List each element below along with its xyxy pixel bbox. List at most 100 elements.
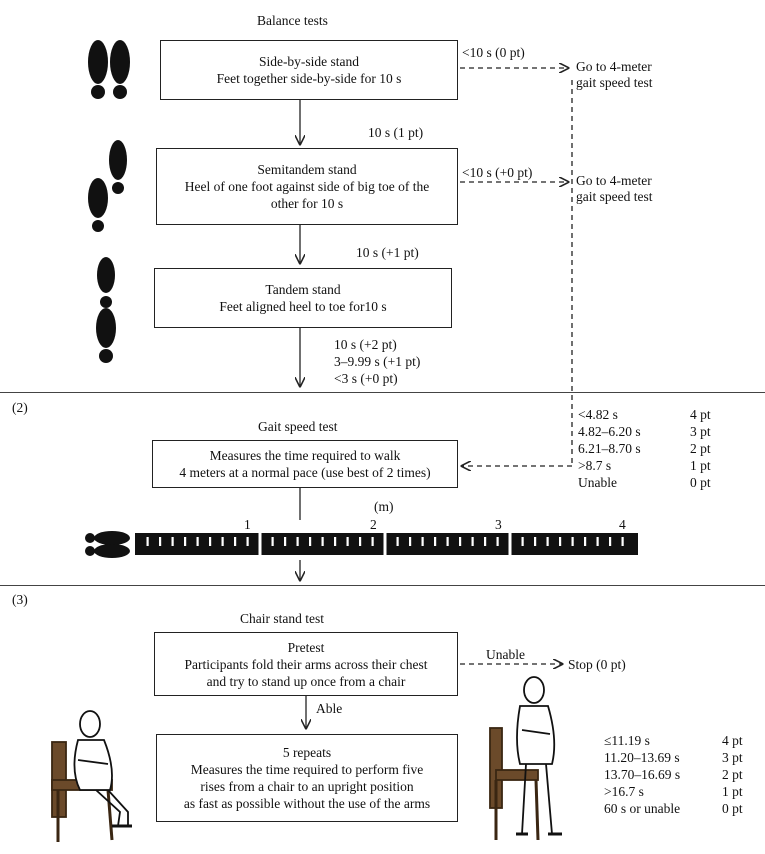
fail-label-2: <10 s (+0 pt) — [462, 165, 533, 180]
section-divider-2 — [0, 585, 765, 586]
gait-speed-desc-2: 4 meters at a normal pace (use best of 2… — [179, 465, 431, 480]
tandem-box: Tandem stand Feet aligned heel to toe fo… — [154, 268, 452, 328]
ruler-tick — [396, 537, 399, 546]
ruler-tick — [584, 537, 587, 546]
footprints-semitandem-icon — [88, 140, 127, 232]
footprints-side-by-side-icon — [88, 40, 130, 99]
ruler-tick — [309, 537, 312, 546]
table-row: 4.82–6.20 s 3 pt — [578, 423, 711, 440]
semitandem-title: Semitandem stand — [257, 162, 357, 177]
balance-tests-title: Balance tests — [257, 13, 328, 28]
semitandem-box: Semitandem stand Heel of one foot agains… — [156, 148, 458, 225]
walkway-ruler — [135, 533, 638, 555]
tandem-score-1: 10 s (+2 pt) — [334, 337, 397, 352]
chair-points: 1 pt — [722, 784, 743, 799]
chair-stand-title: Chair stand test — [240, 611, 324, 626]
chair-range: >16.7 s — [604, 784, 644, 799]
ruler-tick — [246, 537, 249, 546]
table-row: 13.70–16.69 s 2 pt — [604, 766, 743, 783]
ruler-tick — [559, 537, 562, 546]
footprints-tandem-icon — [96, 257, 116, 363]
ruler-mark-1: 1 — [244, 517, 251, 532]
gait-speed-box: Measures the time required to walk 4 met… — [152, 440, 458, 488]
gait-points: 4 pt — [690, 407, 711, 422]
ruler-tick — [346, 537, 349, 546]
ruler-tick — [496, 537, 499, 546]
ruler-unit: (m) — [374, 499, 394, 514]
pretest-desc-2: and try to stand up once from a chair — [206, 673, 406, 689]
section-2-number: (2) — [12, 400, 28, 415]
side-by-side-desc: Feet together side-by-side for 10 s — [216, 71, 402, 86]
ruler-tick — [459, 537, 462, 546]
pass-label-1: 10 s (1 pt) — [368, 125, 424, 140]
able-label: Able — [316, 701, 343, 716]
ruler-tick — [171, 537, 174, 546]
gait-range: 6.21–8.70 s — [578, 441, 641, 456]
repeats-title: 5 repeats — [282, 745, 332, 760]
goto-gait-1-line1: Go to 4-meter — [576, 59, 652, 74]
tandem-score-3: <3 s (+0 pt) — [334, 371, 398, 386]
pretest-title: Pretest — [287, 639, 325, 655]
repeats-desc-3: as fast as possible without the use of t… — [183, 796, 431, 811]
ruler-mark-2: 2 — [370, 517, 377, 532]
gait-range: 4.82–6.20 s — [578, 424, 641, 439]
gait-range: Unable — [578, 475, 617, 490]
ruler-tick — [484, 537, 487, 546]
seated-person-icon — [51, 710, 132, 842]
ruler-mark-3: 3 — [495, 517, 502, 532]
chair-points: 2 pt — [722, 767, 743, 782]
gait-range: >8.7 s — [578, 458, 612, 473]
chair-range: 13.70–16.69 s — [604, 767, 681, 782]
gait-speed-title: Gait speed test — [258, 419, 338, 434]
gait-points: 3 pt — [690, 424, 711, 439]
ruler-tick — [609, 537, 612, 546]
standing-person-icon — [489, 676, 562, 841]
ruler-tick — [434, 537, 437, 546]
side-by-side-box: Side-by-side stand Feet together side-by… — [160, 40, 458, 100]
ruler-tick — [571, 537, 574, 546]
pass-label-2: 10 s (+1 pt) — [356, 245, 419, 260]
goto-gait-2-line1: Go to 4-meter — [576, 173, 652, 188]
chair-range: 60 s or unable — [604, 801, 681, 816]
chair-points: 0 pt — [722, 801, 743, 816]
ruler-tick — [271, 537, 274, 546]
footprints-start-icon — [85, 531, 130, 558]
table-row: >16.7 s 1 pt — [604, 783, 743, 800]
ruler-tick — [421, 537, 424, 546]
table-row: >8.7 s 1 pt — [578, 457, 711, 474]
ruler-mark-4: 4 — [619, 517, 626, 532]
ruler-tick — [534, 537, 537, 546]
gait-points: 1 pt — [690, 458, 711, 473]
side-by-side-title: Side-by-side stand — [258, 54, 360, 69]
ruler-tick — [321, 537, 324, 546]
repeats-box: 5 repeats Measures the time required to … — [156, 734, 458, 822]
chair-range: 11.20–13.69 s — [604, 750, 680, 765]
tandem-score-2: 3–9.99 s (+1 pt) — [334, 354, 421, 369]
ruler-tick — [359, 537, 362, 546]
semitandem-desc-1: Heel of one foot against side of big toe… — [184, 179, 430, 194]
ruler-meter-tick — [258, 533, 262, 555]
pretest-box: Pretest Participants fold their arms acr… — [154, 632, 458, 696]
stop-label: Stop (0 pt) — [568, 657, 626, 672]
ruler-tick — [371, 537, 374, 546]
ruler-meter-tick — [508, 533, 512, 555]
ruler-tick — [234, 537, 237, 546]
semitandem-desc-2: other for 10 s — [270, 196, 344, 211]
goto-gait-1-line2: gait speed test — [576, 75, 653, 90]
ruler-tick — [334, 537, 337, 546]
gait-speed-desc-1: Measures the time required to walk — [209, 448, 401, 463]
gait-points: 0 pt — [690, 475, 711, 490]
repeats-desc-2: rises from a chair to an upright positio… — [200, 779, 414, 794]
chair-points: 4 pt — [722, 733, 743, 748]
ruler-tick — [209, 537, 212, 546]
table-row: Unable 0 pt — [578, 474, 711, 491]
ruler-tick — [471, 537, 474, 546]
ruler-tick — [146, 537, 149, 546]
repeats-desc-1: Measures the time required to perform fi… — [190, 762, 424, 777]
